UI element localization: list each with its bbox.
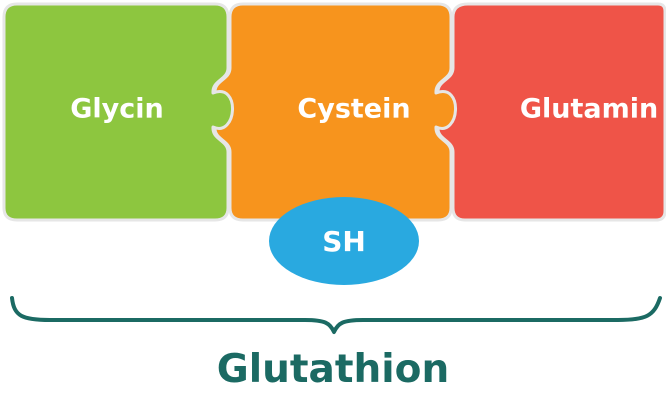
cystein-label: Cystein: [297, 94, 410, 125]
glutathion-title: Glutathion: [217, 347, 449, 392]
glycin-label: Glycin: [70, 94, 164, 125]
cystein-puzzle-piece: [194, 2, 457, 222]
thiol-group-ellipse: [269, 197, 419, 285]
curly-brace: [10, 296, 662, 334]
glycin-puzzle-piece: [2, 2, 234, 222]
thiol-group-label: SH: [322, 225, 366, 258]
glutamin-label: Glutamin: [520, 94, 658, 125]
